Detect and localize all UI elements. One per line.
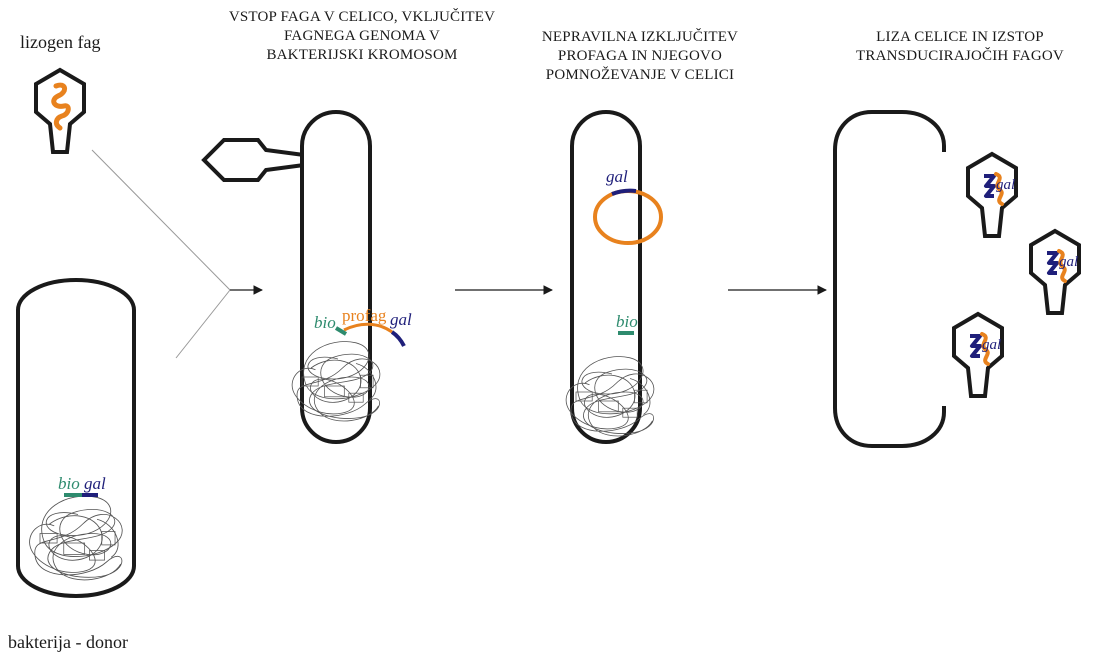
step1-caption-line1: VSTOP FAGA V CELICO, VKLJUČITEV — [228, 9, 496, 25]
phage-capsid-icon — [34, 68, 86, 154]
step1-caption: VSTOP FAGA V CELICO, VKLJUČITEV FAGNEGA … — [192, 8, 532, 65]
step3-caption-line1: LIZA CELICE IN IZSTOP — [876, 29, 1044, 45]
integrated-profag-arc — [343, 322, 393, 334]
donor-label: bakterija - donor — [8, 632, 128, 652]
free-phage — [34, 68, 86, 154]
phage-dna-icon — [51, 82, 71, 131]
step2-caption-line3: POMNOŽEVANJE V CELICI — [545, 67, 735, 83]
cell2-bio-gene — [334, 326, 348, 336]
cell-lysis — [833, 110, 946, 448]
step2-caption: NEPRAVILNA IZKLJUČITEV PROFAGA IN NJEGOV… — [510, 28, 770, 85]
cell2-gal-gene — [390, 330, 406, 347]
cell2-profag-label: profag — [342, 306, 387, 325]
plasmid-gal-label: gal — [606, 167, 628, 186]
transducing-phage-2: gal — [1029, 229, 1081, 315]
step2-caption-line1: NEPRAVILNA IZKLJUČITEV — [541, 29, 739, 45]
step1-caption-line2: FAGNEGA GENOMA V — [284, 28, 440, 44]
cell2-bio-label: bio — [314, 313, 336, 332]
step2-caption-line2: PROFAGA IN NJEGOVO — [557, 48, 723, 64]
transducing-phage-3: gal — [952, 312, 1004, 398]
step3-caption-line2: TRANSDUCIRAJOČIH FAGOV — [856, 48, 1064, 64]
donor-gal-label: gal — [84, 474, 106, 493]
plasmid-gal-gene — [611, 188, 637, 196]
step3-caption: LIZA CELICE IN IZSTOP TRANSDUCIRAJOČIH F… — [830, 28, 1090, 66]
transducing-phage-1: gal — [966, 152, 1018, 238]
transducing-phage-3-gal-label: gal — [982, 337, 1001, 353]
transducing-phage-2-gal-label: gal — [1059, 254, 1078, 270]
donor-bacterium: bio gal — [16, 278, 136, 598]
merge-line-bottom — [175, 289, 231, 359]
cell-excision: gal bio — [565, 110, 663, 444]
cell2-gal-label: gal — [390, 310, 412, 329]
step1-caption-line3: BAKTERIJSKI KROMOSOM — [266, 47, 458, 63]
phage-label: lizogen fag — [20, 32, 101, 52]
merge-line-top — [91, 149, 231, 291]
cell3-bio-label: bio — [616, 312, 638, 331]
donor-bio-label: bio — [58, 474, 80, 493]
lysed-cell-wall — [833, 110, 946, 448]
attached-phage-icon — [201, 138, 306, 182]
cell-integration: bio profag gal — [201, 110, 412, 444]
transducing-phage-1-gal-label: gal — [996, 177, 1015, 193]
